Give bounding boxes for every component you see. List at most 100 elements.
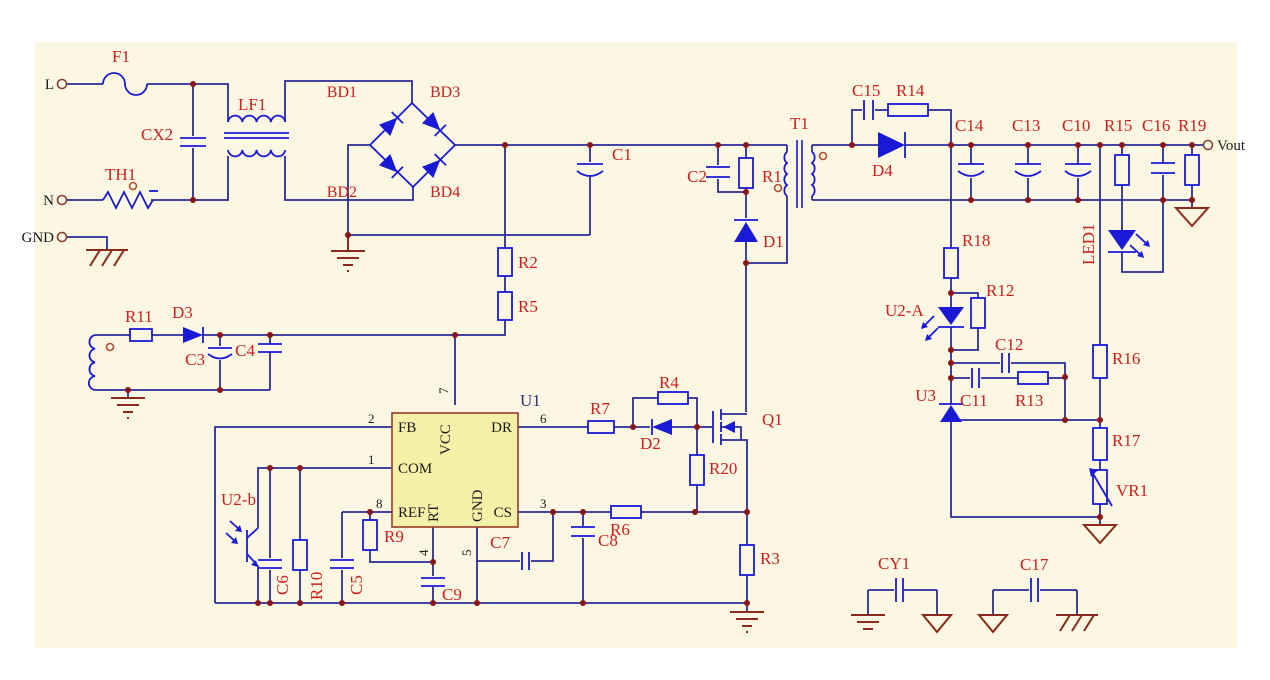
label-C6: C6: [273, 575, 292, 595]
terminal-label-GND: GND: [22, 230, 55, 246]
label-BD3: BD3: [430, 84, 460, 101]
shunt-regulator-U3: [939, 403, 963, 422]
terminal-label-L: L: [45, 77, 54, 93]
capacitor-C3: [207, 347, 233, 360]
label-R5: R5: [518, 297, 538, 316]
label-C13: C13: [1012, 116, 1040, 135]
label-TH1: TH1: [105, 165, 136, 184]
diode-D2: [651, 419, 672, 435]
label-R7: R7: [590, 399, 610, 418]
pwm-controller-U1: [391, 412, 519, 528]
mosfet-Q1: [712, 409, 735, 445]
resistor-R7: [587, 420, 615, 434]
pin-num-1: 1: [368, 452, 375, 467]
label-T1: T1: [790, 114, 809, 133]
resistor-R18: [943, 247, 959, 279]
bridge-diode-BD3: [421, 111, 447, 137]
terminal-GND: [56, 231, 68, 243]
wires: [67, 72, 1203, 615]
label-R3: R3: [760, 549, 780, 568]
label-R2: R2: [518, 253, 538, 272]
chassis-ground-c17: [1056, 614, 1098, 632]
label-D1: D1: [763, 232, 784, 251]
pin-name-REF: REF: [398, 505, 426, 521]
bridge-diode-BD2: [378, 153, 404, 179]
resistor-R19: [1184, 154, 1200, 186]
label-R16: R16: [1112, 349, 1140, 368]
bridge-diode-BD1: [378, 111, 404, 137]
label-C16: C16: [1142, 116, 1170, 135]
optocoupler-led-U2A: [921, 307, 964, 341]
pin-num-4: 4: [416, 549, 431, 556]
common-mode-choke-LF1: [224, 114, 289, 158]
label-R12: R12: [986, 281, 1014, 300]
bridge-diode-BD4: [421, 153, 447, 179]
resistor-R13: [1017, 371, 1049, 385]
resistor-R1: [738, 157, 754, 189]
resistor-R6: [610, 505, 642, 519]
label-C7: C7: [490, 533, 510, 552]
capacitor-C10: [1064, 163, 1092, 177]
label-R18: R18: [962, 231, 990, 250]
earth-ground-primary-rail: [730, 611, 764, 633]
pin-name-VCC: VCC: [438, 424, 454, 455]
aux-winding: [87, 334, 96, 391]
signal-ground-r19: [1173, 207, 1211, 228]
label-R14: R14: [896, 81, 925, 100]
terminal-N: [56, 194, 68, 206]
resistor-R14: [887, 103, 929, 117]
label-C12: C12: [995, 335, 1023, 354]
signal-ground-c17: [976, 614, 1010, 634]
schematic-canvas: [35, 42, 1237, 648]
label-R11: R11: [125, 307, 153, 326]
capacitor-CY1: [895, 578, 904, 602]
resistor-R5: [497, 291, 513, 321]
pin-num-8: 8: [376, 496, 383, 511]
terminal-Vout: [1202, 139, 1214, 151]
label-R19: R19: [1178, 116, 1206, 135]
primary-phase-dot: [773, 183, 783, 193]
led-LED1: [1108, 230, 1150, 258]
label-C4: C4: [235, 341, 255, 360]
optocoupler-transistor-U2b: [225, 520, 259, 567]
terminal-L: [56, 78, 68, 90]
terminal-label-N: N: [43, 193, 54, 209]
resistor-R3: [739, 544, 755, 576]
label-U1: U1: [520, 391, 541, 410]
pin-num-5: 5: [459, 550, 474, 557]
pin-num-6: 6: [540, 411, 547, 426]
label-R9: R9: [384, 527, 404, 546]
resistor-R9: [362, 519, 378, 551]
resistor-R12: [970, 297, 986, 329]
resistor-R16: [1092, 344, 1108, 379]
pin-name-CS: CS: [494, 505, 512, 521]
pin-name-COM: COM: [398, 461, 432, 477]
label-R13: R13: [1015, 391, 1043, 410]
pin-num-7: 7: [436, 387, 451, 394]
resistor-R2: [497, 247, 513, 277]
label-F1: F1: [112, 47, 130, 66]
capacitor-C2: [706, 166, 730, 178]
capacitor-C5: [330, 559, 354, 569]
label-CY1: CY1: [878, 554, 910, 573]
capacitor-C17: [1030, 578, 1039, 602]
label-D4: D4: [872, 161, 893, 180]
capacitor-CX2: [180, 137, 206, 147]
label-R1: R1: [762, 167, 782, 186]
label-D2: D2: [640, 434, 661, 453]
pin-num-2: 2: [368, 411, 375, 426]
pin-name-GND: GND: [470, 489, 486, 522]
label-CX2: CX2: [141, 125, 173, 144]
label-C15: C15: [852, 81, 880, 100]
pin-num-3: 3: [540, 496, 547, 511]
label-C8: C8: [598, 531, 618, 550]
label-C9: C9: [442, 585, 462, 604]
capacitor-C14: [957, 163, 985, 177]
capacitor-C8: [571, 526, 595, 537]
pin-name-DR: DR: [491, 420, 512, 436]
potentiometer-VR1: [1089, 468, 1113, 507]
thermistor-TH1-mark: [128, 181, 158, 192]
capacitor-C9: [421, 577, 445, 587]
